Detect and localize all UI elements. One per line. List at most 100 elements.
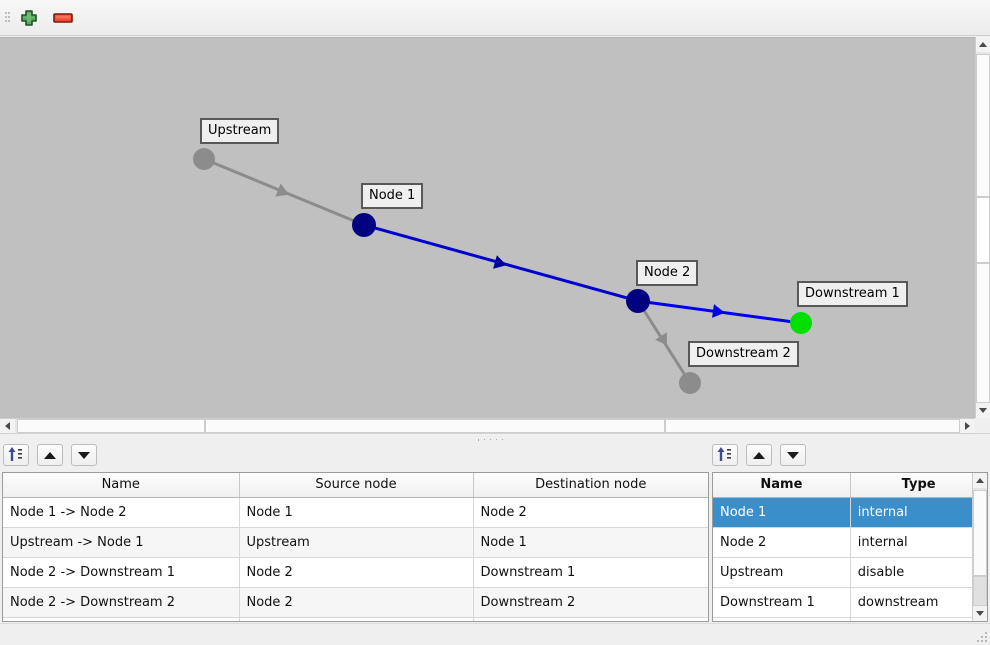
cell-destination: Node 1 bbox=[473, 527, 708, 558]
arrow-down-icon bbox=[78, 452, 90, 459]
chevron-down-icon bbox=[976, 611, 984, 616]
graph-panel: Upstream Node 1 Node 2 Downstream 1 Down… bbox=[0, 37, 990, 434]
cell-source: Upstream bbox=[239, 527, 474, 558]
horizontal-scroll-thumb-left[interactable] bbox=[17, 419, 205, 433]
scroll-down-button[interactable] bbox=[976, 403, 990, 418]
cell-empty bbox=[473, 617, 708, 621]
table-row[interactable]: Node 2 internal bbox=[713, 527, 987, 558]
scroll-down-button[interactable] bbox=[973, 606, 987, 621]
scroll-left-button[interactable] bbox=[0, 419, 15, 434]
chevron-up-icon bbox=[979, 42, 987, 47]
graph-node-upstream bbox=[193, 148, 215, 170]
table-row[interactable]: Upstream disable bbox=[713, 557, 987, 588]
column-header-name[interactable]: Name bbox=[713, 473, 851, 498]
main-toolbar bbox=[0, 0, 990, 36]
cell-name: Upstream -> Node 1 bbox=[3, 527, 240, 558]
node-label-downstream2[interactable]: Downstream 2 bbox=[688, 341, 799, 367]
scroll-up-button[interactable] bbox=[976, 37, 990, 52]
cell-type: internal bbox=[850, 497, 987, 528]
cell-name: Node 2 bbox=[713, 527, 851, 558]
node-label-node1[interactable]: Node 1 bbox=[361, 183, 424, 209]
splitter-grip bbox=[478, 439, 512, 442]
resize-grip[interactable] bbox=[977, 632, 987, 642]
nodes-table-scrollbar[interactable] bbox=[972, 473, 987, 621]
chevron-up-icon bbox=[976, 478, 984, 483]
edge-node1-node2 bbox=[363, 223, 639, 303]
scroll-up-button[interactable] bbox=[973, 473, 987, 488]
vertical-scroll-thumb-lower[interactable] bbox=[976, 263, 990, 403]
table-empty-row[interactable] bbox=[3, 617, 708, 621]
graph-node-node1 bbox=[352, 213, 376, 237]
sort-icon[interactable] bbox=[3, 444, 29, 466]
graph-vertical-scrollbar[interactable] bbox=[975, 37, 990, 418]
arrow-up-icon bbox=[753, 452, 765, 459]
nodes-table[interactable]: Name Type Node 1 internal Node 2 interna… bbox=[712, 472, 988, 622]
move-down-button[interactable] bbox=[71, 444, 97, 466]
cell-type: downstream bbox=[850, 587, 987, 618]
cell-empty bbox=[3, 617, 240, 621]
cell-name: Node 1 -> Node 2 bbox=[3, 497, 240, 528]
table-row[interactable]: Node 2 -> Downstream 2 Node 2 Downstream… bbox=[3, 587, 708, 618]
cell-source: Node 2 bbox=[239, 557, 474, 588]
cell-type: disable bbox=[850, 557, 987, 588]
column-header-destination-node[interactable]: Destination node bbox=[473, 473, 708, 498]
nodes-grid: Name Type Node 1 internal Node 2 interna… bbox=[713, 473, 987, 621]
cell-name: Node 2 -> Downstream 2 bbox=[3, 587, 240, 618]
cell-empty bbox=[850, 617, 987, 621]
chevron-right-icon bbox=[965, 422, 970, 430]
scroll-right-button[interactable] bbox=[960, 419, 975, 434]
chevron-down-icon bbox=[979, 408, 987, 413]
cell-name: Downstream 1 bbox=[713, 587, 851, 618]
edges-grid: Name Source node Destination node Node 1… bbox=[3, 473, 708, 621]
edge-node2-downstream1 bbox=[637, 299, 802, 325]
arrow-up-icon bbox=[44, 452, 56, 459]
edge-node2-downstream2 bbox=[636, 300, 692, 384]
horizontal-scroll-thumb[interactable] bbox=[205, 419, 665, 433]
cell-name: Node 2 -> Downstream 1 bbox=[3, 557, 240, 588]
nodes-header-row: Name Type bbox=[713, 473, 987, 498]
horizontal-splitter[interactable] bbox=[0, 433, 990, 445]
node-label-node2[interactable]: Node 2 bbox=[636, 260, 699, 286]
graph-node-node2 bbox=[626, 289, 650, 313]
vertical-scroll-thumb-upper[interactable] bbox=[976, 54, 990, 197]
toolbar-drag-handle[interactable] bbox=[5, 10, 10, 26]
move-up-button[interactable] bbox=[746, 444, 772, 466]
nodes-scroll-thumb[interactable] bbox=[973, 576, 987, 606]
vertical-scroll-thumb[interactable] bbox=[976, 197, 990, 263]
column-header-name[interactable]: Name bbox=[3, 473, 240, 498]
cell-source: Node 1 bbox=[239, 497, 474, 528]
delete-icon[interactable] bbox=[50, 6, 76, 30]
cell-destination: Downstream 1 bbox=[473, 557, 708, 588]
sort-icon[interactable] bbox=[712, 444, 738, 466]
move-up-button[interactable] bbox=[37, 444, 63, 466]
nodes-scroll-thumb-upper[interactable] bbox=[973, 490, 987, 576]
chevron-left-icon bbox=[5, 422, 10, 430]
move-down-button[interactable] bbox=[780, 444, 806, 466]
cell-empty bbox=[713, 617, 851, 621]
table-row[interactable]: Upstream -> Node 1 Upstream Node 1 bbox=[3, 527, 708, 558]
node-label-upstream[interactable]: Upstream bbox=[200, 118, 280, 144]
horizontal-scroll-thumb-right[interactable] bbox=[665, 419, 960, 433]
cell-destination: Downstream 2 bbox=[473, 587, 708, 618]
node-label-downstream1[interactable]: Downstream 1 bbox=[797, 281, 908, 307]
edges-table[interactable]: Name Source node Destination node Node 1… bbox=[2, 472, 709, 622]
cell-source: Node 2 bbox=[239, 587, 474, 618]
table-row-selected[interactable]: Node 1 internal bbox=[713, 497, 987, 528]
arrow-down-icon bbox=[787, 452, 799, 459]
graph-svg bbox=[193, 148, 812, 394]
cell-name: Node 1 bbox=[713, 497, 851, 528]
cell-name: Upstream bbox=[713, 557, 851, 588]
graph-node-downstream2 bbox=[679, 372, 701, 394]
table-row[interactable]: Node 2 -> Downstream 1 Node 2 Downstream… bbox=[3, 557, 708, 588]
cell-empty bbox=[239, 617, 474, 621]
table-row[interactable]: Node 1 -> Node 2 Node 1 Node 2 bbox=[3, 497, 708, 528]
column-header-source-node[interactable]: Source node bbox=[239, 473, 474, 498]
add-icon[interactable] bbox=[16, 6, 42, 30]
table-row[interactable]: Downstream 1 downstream bbox=[713, 587, 987, 618]
graph-canvas[interactable]: Upstream Node 1 Node 2 Downstream 1 Down… bbox=[0, 37, 975, 418]
edges-header-row: Name Source node Destination node bbox=[3, 473, 708, 498]
table-empty-row[interactable] bbox=[713, 617, 987, 621]
column-header-type[interactable]: Type bbox=[850, 473, 987, 498]
graph-horizontal-scrollbar[interactable] bbox=[0, 418, 975, 434]
